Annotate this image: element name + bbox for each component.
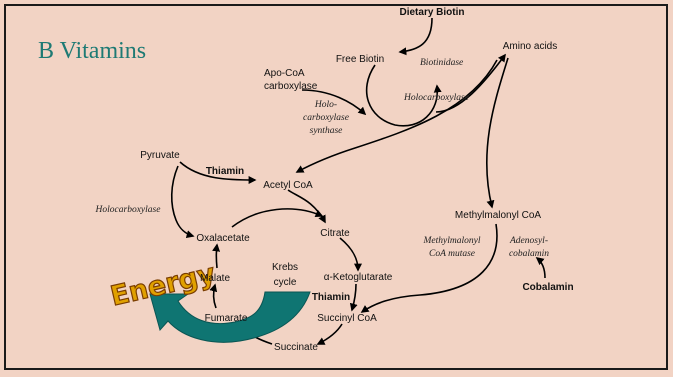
biotinidase-label: Biotinidase <box>420 58 463 68</box>
arrow-malate-to-oxalacetate <box>216 245 217 268</box>
fumarate-label: Fumarate <box>205 313 248 324</box>
hcs-label-line3: synthase <box>310 126 343 136</box>
adenosylcobalamin-label-line2: cobalamin <box>509 249 549 259</box>
holocarboxylase-label-left: Holocarboxylase <box>95 205 161 215</box>
thiamin-label-bottom: Thiamin <box>312 292 350 303</box>
oxalacetate-label: Oxalacetate <box>196 233 250 244</box>
citrate-label: Citrate <box>320 228 350 239</box>
holocarboxylase-label-top: Holocarboxylase <box>403 93 469 103</box>
acetyl-coa-label: Acetyl CoA <box>263 180 313 191</box>
ketoglutarate-label: α-Ketoglutarate <box>324 272 393 283</box>
thiamin-label-top: Thiamin <box>206 166 244 177</box>
arrow-oxalacetate-to-citrate <box>232 209 322 227</box>
arrow-pyruvate-to-oxalacetate <box>172 166 193 236</box>
mm-mutase-label-line1: Methylmalonyl <box>423 236 481 246</box>
krebs-label-line1: Krebs <box>272 262 298 273</box>
methylmalonyl-coa-label: Methylmalonyl CoA <box>455 210 541 221</box>
apo-coa-label-line2: carboxylase <box>264 81 318 92</box>
mm-mutase-label-line2: CoA mutase <box>429 249 475 259</box>
arrow-citrate-to-ketoglutarate <box>340 238 358 270</box>
hcs-label-line1: Holo- <box>314 100 337 110</box>
cobalamin-label: Cobalamin <box>522 282 573 293</box>
arrow-dietary-to-free-biotin <box>400 18 432 52</box>
slide-title: B Vitamins <box>38 38 146 64</box>
arrow-succinyl-to-succinate <box>318 324 342 344</box>
arrow-acetyl-to-citrate <box>288 190 325 222</box>
dietary-biotin-label: Dietary Biotin <box>399 7 464 18</box>
amino-acids-label: Amino acids <box>503 41 557 52</box>
free-biotin-label: Free Biotin <box>336 54 384 65</box>
apo-coa-label-line1: Apo-CoA <box>264 68 305 79</box>
pyruvate-label: Pyruvate <box>140 150 180 161</box>
succinate-label: Succinate <box>274 342 318 353</box>
succinyl-coa-label: Succinyl CoA <box>317 313 377 324</box>
adenosylcobalamin-label-line1: Adenosyl- <box>509 236 548 246</box>
arrow-amino-to-methylmalonyl <box>487 58 508 207</box>
arrow-ketoglutarate-to-succinyl <box>352 284 356 310</box>
malate-label: Malate <box>200 273 230 284</box>
arrow-cobalamin-to-adenosylcobalamin <box>537 258 545 278</box>
hcs-label-line2: carboxylase <box>303 113 349 123</box>
krebs-label-line2: cycle <box>274 277 297 288</box>
